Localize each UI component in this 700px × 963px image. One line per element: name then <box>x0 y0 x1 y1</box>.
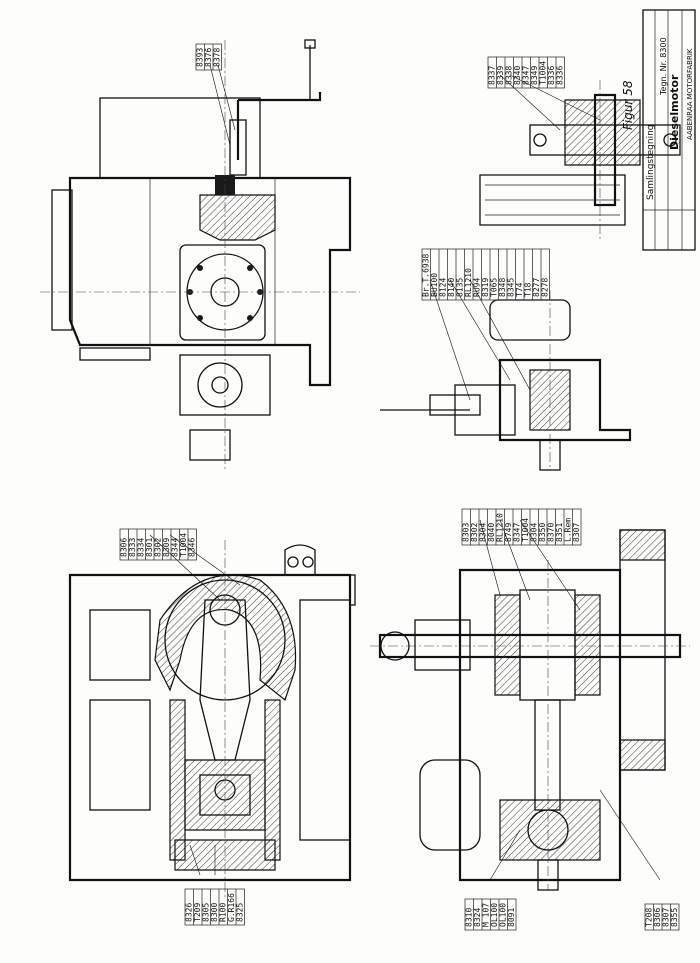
part-number-label: L.Rem <box>564 518 573 542</box>
callout-frame <box>195 43 222 71</box>
part-number-label: 8349 <box>530 66 539 85</box>
part-number-label: 8336 <box>556 66 565 85</box>
part-number-label: 8325 <box>236 903 245 922</box>
part-number-label: 8091 <box>507 908 516 927</box>
part-number-label: 8307 <box>572 523 581 542</box>
middle-right-view <box>380 290 632 471</box>
callout-frame <box>119 528 197 561</box>
part-number-label: T1004 <box>521 518 530 542</box>
part-number-label: T065 <box>490 278 499 297</box>
company-name: AABENRAA MOTORFABRIK <box>686 48 694 140</box>
part-number-label: 8304 <box>479 523 488 542</box>
part-number-label: 8278 <box>541 278 550 297</box>
part-number-label: 8376 <box>204 48 213 67</box>
part-number-label: G.R166 <box>227 893 236 922</box>
figure-label: Figur 58 <box>621 80 635 130</box>
part-number-label: RL1210 <box>464 268 473 297</box>
part-number-label: BU100 <box>430 273 439 297</box>
part-number-label: 8309 <box>162 538 171 557</box>
part-number-label: 8302 <box>470 523 479 542</box>
part-number-label: 8351 <box>555 523 564 542</box>
bottom-right-view <box>370 529 690 891</box>
part-number-label: 8340 <box>513 66 522 85</box>
part-number-label: 8135 <box>456 278 465 297</box>
callout-frame <box>184 888 245 926</box>
part-number-label: 8355 <box>670 908 679 927</box>
part-number-label: 8347 <box>522 66 531 85</box>
part-number-label: 8393 <box>196 48 205 67</box>
part-number-label: 8334 <box>137 538 146 557</box>
part-number-label: 8338 <box>505 66 514 85</box>
part-number-label: 8347 <box>513 523 522 542</box>
part-number-label: 8344 <box>171 538 180 557</box>
part-number-label: R100 <box>219 903 228 922</box>
callout-frame <box>487 56 565 89</box>
part-number-label: 8378 <box>213 48 222 67</box>
part-number-label: 8333 <box>128 538 137 557</box>
part-number-label: 8303 <box>462 523 471 542</box>
part-number-label: 8326 <box>185 903 194 922</box>
part-number-label: 8277 <box>532 278 541 297</box>
product-name: Dieselmotor <box>668 74 681 150</box>
part-number-label: 8305 <box>202 903 211 922</box>
part-number-label: 8124 <box>439 278 448 297</box>
bottom-left-view <box>68 540 356 900</box>
part-number-label: 8350 <box>538 523 547 542</box>
title-block-label: Samlingstegning <box>646 124 656 200</box>
part-number-label: 8346 <box>188 538 197 557</box>
part-number-label: RU94 <box>473 278 482 297</box>
top-right-view <box>479 80 681 240</box>
drawing-number: Tegn. Nr. 8300 <box>659 37 668 96</box>
part-number-label: 8310 <box>465 908 474 927</box>
part-number-label: 8306 <box>653 908 662 927</box>
part-number-label: 8140 <box>447 278 456 297</box>
part-number-label: T74 <box>515 282 524 297</box>
part-number-label: T1004 <box>539 61 548 85</box>
part-number-label: 8301 <box>145 538 154 557</box>
part-number-label: 8304 <box>530 523 539 542</box>
part-number-label: 8324 <box>473 908 482 927</box>
part-number-label: 8319 <box>481 278 490 297</box>
part-number-label: 8345 <box>507 278 516 297</box>
part-number-label: T1004 <box>179 533 188 557</box>
part-number-label: 8370 <box>547 523 556 542</box>
part-number-label: OL100 <box>490 903 499 927</box>
part-number-label: 8300 <box>210 903 219 922</box>
part-number-label: 8306 <box>120 538 129 557</box>
part-number-label: 8749 <box>504 523 513 542</box>
part-number-label: M 107 <box>482 903 491 927</box>
part-number-label: Br.T.6938 <box>422 253 431 297</box>
callout-frame <box>421 248 550 301</box>
part-number-label: 8040 <box>487 523 496 542</box>
part-number-label: OL100 <box>499 903 508 927</box>
part-number-label: RL1210 <box>496 513 505 542</box>
top-left-view <box>40 39 360 470</box>
part-number-label: 8337 <box>488 66 497 85</box>
part-number-label: T209 <box>193 903 202 922</box>
part-number-label: 8302 <box>154 538 163 557</box>
part-number-label: T208 <box>645 908 654 927</box>
part-number-label: 8336 <box>547 66 556 85</box>
part-number-label: 8307 <box>662 908 671 927</box>
title-block: Samlingstegning Dieselmotor Tegn. Nr. 83… <box>621 9 696 251</box>
part-number-label: T18 <box>524 282 533 297</box>
part-number-label: 8339 <box>496 66 505 85</box>
part-number-label: 8348 <box>498 278 507 297</box>
